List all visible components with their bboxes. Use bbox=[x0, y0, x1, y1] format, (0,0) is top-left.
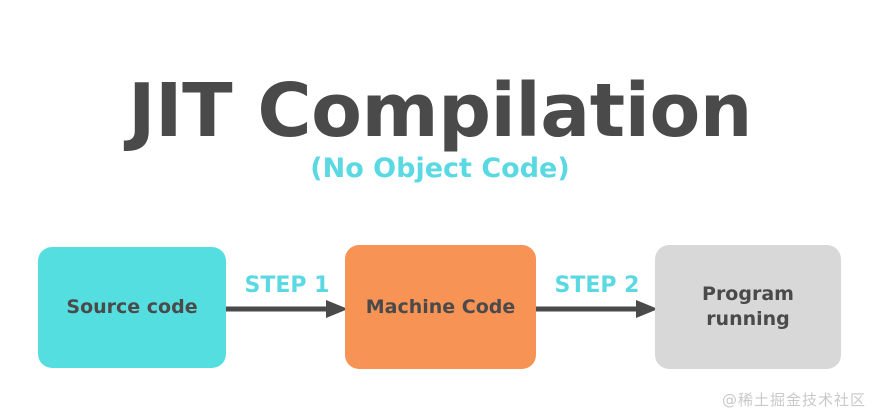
flow-node-label: Program running bbox=[702, 283, 794, 330]
edge-label-step-1: STEP 1 bbox=[244, 273, 330, 298]
page-subtitle: (No Object Code) bbox=[310, 153, 570, 184]
flow-node-label: Machine Code bbox=[365, 295, 516, 318]
page-title: JIT Compilation bbox=[128, 68, 752, 154]
flow-arrow-step-1 bbox=[226, 294, 348, 324]
flow-node-source-code: Source code bbox=[38, 247, 226, 368]
flow-node-label: Source code bbox=[66, 296, 198, 318]
flow-arrow-step-2 bbox=[536, 294, 658, 324]
flow-node-program-running: Program running bbox=[655, 245, 841, 369]
flow-node-machine-code: Machine Code bbox=[345, 245, 536, 369]
edge-label-step-2: STEP 2 bbox=[554, 273, 640, 298]
watermark: @稀土掘金技术社区 bbox=[721, 391, 866, 409]
title-block: JIT Compilation (No Object Code) bbox=[0, 72, 880, 184]
